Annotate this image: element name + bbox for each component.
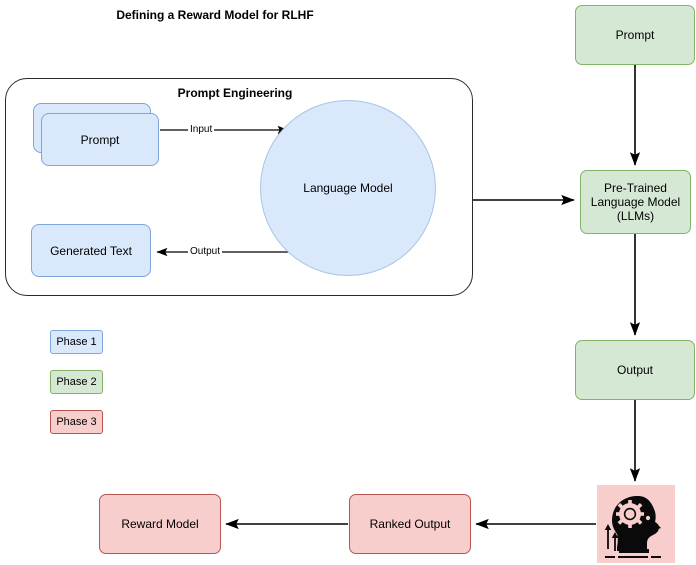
output-right-node[interactable]: Output — [575, 340, 695, 400]
ranked-output-node[interactable]: Ranked Output — [349, 494, 471, 554]
pretrained-llm-node[interactable]: Pre-Trained Language Model (LLMs) — [580, 170, 691, 234]
prompt-right-label: Prompt — [615, 28, 655, 42]
reward-model-node[interactable]: Reward Model — [99, 494, 221, 554]
generated-text-label: Generated Text — [50, 243, 132, 258]
legend-phase-1-label: Phase 1 — [56, 336, 97, 348]
language-model-label: Language Model — [303, 181, 393, 195]
prompt-engineering-label: Prompt Engineering — [177, 86, 293, 100]
ranked-output-label: Ranked Output — [369, 517, 451, 531]
language-model-node[interactable]: Language Model — [260, 100, 436, 276]
edge-label-input: Input — [188, 124, 215, 136]
generated-text-node[interactable]: Generated Text — [31, 224, 151, 277]
output-right-label: Output — [616, 363, 654, 377]
head-with-gear-glyph — [597, 485, 675, 563]
legend-phase-3: Phase 3 — [50, 410, 103, 434]
prompt-stack-node[interactable]: Prompt — [41, 113, 159, 166]
prompt-engineering-container — [5, 78, 473, 296]
edge-label-output: Output — [188, 246, 223, 258]
pretrained-llm-line-2: Language Model — [590, 195, 681, 209]
legend-phase-2-label: Phase 2 — [56, 376, 97, 388]
prompt-stack-label: Prompt — [80, 132, 120, 147]
legend-phase-3-label: Phase 3 — [56, 416, 97, 428]
legend-phase-1: Phase 1 — [50, 330, 103, 354]
prompt-right-node[interactable]: Prompt — [575, 5, 695, 65]
pretrained-llm-line-3: (LLMs) — [616, 209, 655, 223]
diagram-title: Defining a Reward Model for RLHF — [116, 8, 314, 22]
pretrained-llm-line-1: Pre-Trained — [604, 181, 667, 195]
legend-phase-2: Phase 2 — [50, 370, 103, 394]
head-with-gear-icon[interactable] — [597, 485, 675, 563]
reward-model-label: Reward Model — [121, 517, 199, 531]
